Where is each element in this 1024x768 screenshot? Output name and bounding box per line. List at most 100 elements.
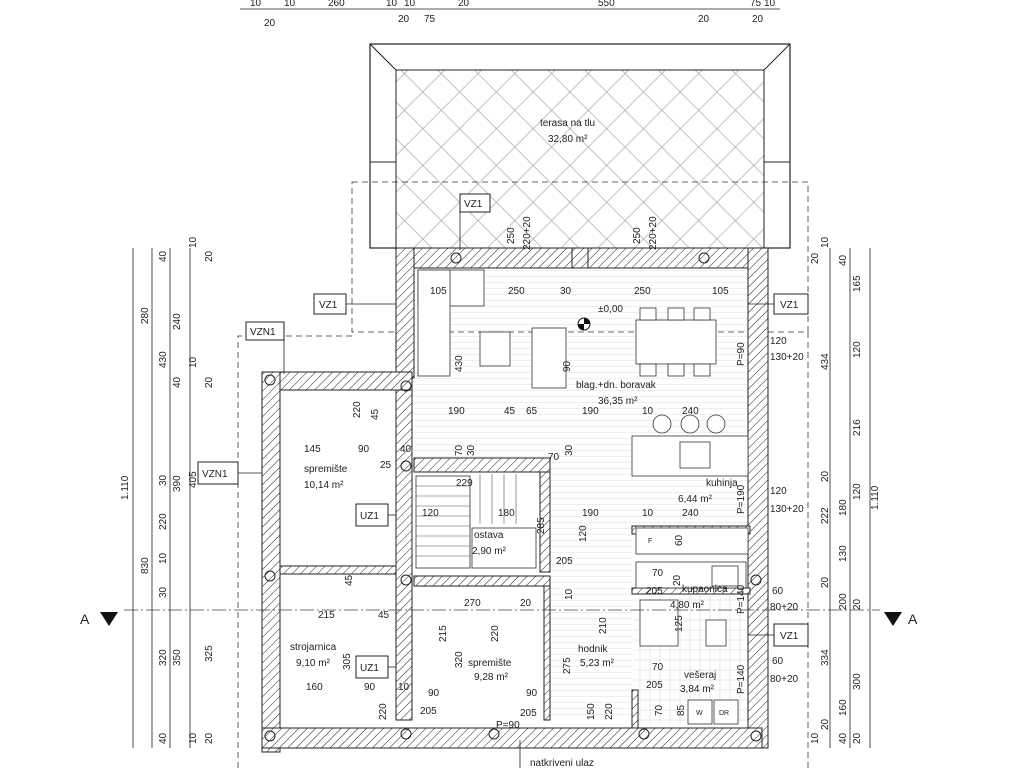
inner-dim-320a: 320 [454,651,465,668]
right-dim-20a: 20 [810,252,821,264]
left-dim-20c: 20 [204,732,215,744]
inner-dim-30a: 70 [454,444,465,456]
left-dim-405: 405 [188,471,199,488]
tag-vz1-right: VZ1 [780,300,799,311]
inner-dim-10d: 10 [564,588,575,600]
inner-dim-205d: 205 [646,586,663,597]
washer-label: W [696,710,703,717]
top-dim-2: 10 [284,0,296,9]
inner-dim-205e: 205 [646,680,663,691]
side-dimension-lines [132,248,871,748]
tag-vzn1-left: VZN1 [202,469,228,480]
inner-dim-145: 145 [304,444,321,455]
inner-dim-270: 270 [464,598,481,609]
left-dim-350: 350 [172,649,183,666]
tag-vz1-top: VZ1 [464,199,483,210]
inner-dim-70b: 70 [652,568,664,579]
fridge-label: F [648,538,652,545]
left-dim-830: 830 [140,557,151,574]
inner-dim-70e: 20 [672,574,683,586]
inner-dim-150: 150 [586,703,597,720]
right-dim-120a: 120 [852,341,863,358]
inner-dim-229: 229 [456,478,473,489]
right-dim-120b: 120 [852,483,863,500]
right-dim-40b: 40 [838,732,849,744]
right-dim-20c: 20 [820,576,831,588]
inner-dim-275: 275 [562,657,573,674]
opening-130-20b: 130+20 [770,504,804,515]
inner-dim-90a: 90 [358,444,370,455]
inner-dim-215a: 215 [318,610,335,621]
walls [261,247,769,753]
right-dim-334: 334 [820,649,831,666]
top-dim-12: 20 [398,14,410,25]
inner-dim-430b: 90 [562,360,573,372]
inner-dim-70d: 70 [654,704,665,716]
level-label: ±0,00 [598,304,623,315]
inner-dim-45b: 45 [378,610,390,621]
tag-vz1-left: VZ1 [319,300,338,311]
right-dim-222: 222 [820,507,831,524]
right-dim-10b: 10 [810,732,821,744]
right-dim-130: 130 [838,545,849,562]
inner-dim-10b: 10 [642,508,654,519]
inner-dim-10a: 10 [642,406,654,417]
inner-dim-40a: 40 [400,444,412,455]
room-hallway-name: hodnik [578,644,608,655]
inner-dim-25: 25 [380,460,392,471]
room-kitchen-name: kuhinja [706,478,738,489]
inner-dim-220d: 220 [604,703,615,720]
section-label-left: A [80,611,90,627]
inner-dim-205c: 205 [556,556,573,567]
top-dim-6: 20 [458,0,470,9]
inner-dim-90c: 90 [428,688,440,699]
inner-dim-305: 305 [342,653,353,670]
left-dim-20a: 20 [204,250,215,262]
inner-dim-220b: 220 [490,625,501,642]
top-dim-8: 20 [698,14,710,25]
room-terrace-area: 32,80 m² [548,134,588,145]
left-dim-430: 430 [158,351,169,368]
section-marker-right [884,612,902,626]
inner-dim-220c: 220 [378,703,389,720]
room-storage-2-name: spremište [468,658,512,669]
top-dim-7: 550 [598,0,615,9]
inner-dim-250d: 250 [632,227,643,244]
inner-dim-240b: 240 [682,508,699,519]
room-storage-2-area: 9,28 m² [474,672,509,683]
inner-dim-205a: 205 [420,706,437,717]
room-bathroom-area: 4,80 m² [670,600,705,611]
top-dim-13: 75 [424,14,436,25]
left-dim-total: 1.110 [120,475,131,500]
right-dim-300: 300 [852,673,863,690]
opening-60b: 60 [772,656,784,667]
inner-dim-250b: 250 [634,286,651,297]
left-dim-390: 390 [172,475,183,492]
room-laundry-name: vešeraj [684,670,716,681]
left-dim-220: 220 [158,513,169,530]
left-dim-320: 320 [158,649,169,666]
inner-dim-105b: 105 [712,286,729,297]
right-dim-10a: 10 [820,236,831,248]
opening-p190: P=190 [736,484,747,514]
right-dim-434a: 434 [820,353,831,370]
opening-p140-a: P=140 [736,584,747,614]
inner-dim-285: 285 [536,517,547,534]
inner-dim-70c: 70 [652,662,664,673]
right-dim-216: 216 [852,419,863,436]
columns [264,247,762,742]
top-dim-4: 10 [386,0,398,9]
left-dim-30b: 30 [158,586,169,598]
inner-dim-30a: 30 [560,286,572,297]
inner-dim-220-20b: 220+20 [648,216,659,250]
opening-120b: 120 [770,486,787,497]
furniture [415,269,749,725]
opening-p90-top: P=90 [736,342,747,366]
inner-dim-20a: 20 [520,598,532,609]
right-dim-20f: 20 [852,732,863,744]
left-dim-10c: 10 [158,552,169,564]
inner-dim-120a: 120 [422,508,439,519]
inner-dim-240a: 240 [682,406,699,417]
opening-p140-b: P=140 [736,664,747,694]
entrance-label: natkriveni ulaz [530,758,594,768]
